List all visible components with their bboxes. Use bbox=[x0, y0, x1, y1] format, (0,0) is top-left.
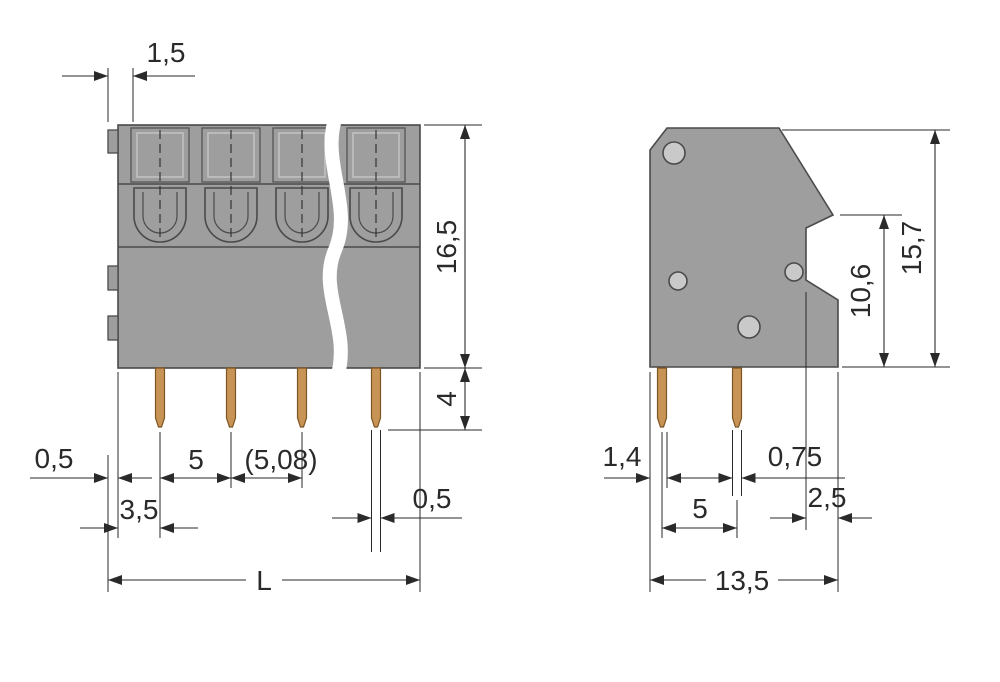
front-left-tab-middle bbox=[107, 265, 119, 291]
solder-pin-4 bbox=[370, 367, 382, 428]
label-mask bbox=[246, 564, 282, 594]
dim-pin-offset: 1,4 bbox=[603, 372, 705, 592]
dim-label-slot-width: 1,5 bbox=[147, 37, 186, 68]
side-dimensions: 15,7 10,6 1,4 0,75 5 bbox=[603, 129, 950, 596]
front-solder-pins bbox=[154, 367, 382, 428]
side-view bbox=[649, 127, 839, 428]
dim-label-edge-to-pin: 3,5 bbox=[120, 494, 159, 525]
side-solder-pins bbox=[656, 367, 743, 428]
solder-pin-3 bbox=[296, 367, 308, 428]
mounting-hole-top bbox=[662, 141, 686, 165]
dim-label-pitch: 5 bbox=[188, 444, 204, 475]
break-line-squiggle bbox=[322, 109, 348, 385]
dim-side-pin-pitch: 5 bbox=[661, 432, 738, 538]
dim-label-total-depth: 13,5 bbox=[715, 565, 770, 596]
dim-label-pin-width: 0,5 bbox=[413, 483, 452, 514]
front-left-tab-bottom bbox=[107, 315, 119, 341]
dim-step-height: 10,6 bbox=[840, 214, 902, 367]
mounting-hole-bottom bbox=[737, 315, 761, 339]
dim-label-pin-offset: 1,4 bbox=[603, 441, 642, 472]
port-opening bbox=[346, 127, 406, 183]
dim-pitch: 5 bbox=[159, 432, 232, 538]
dim-pin-width: 0,5 bbox=[332, 430, 462, 552]
mounting-hole-right bbox=[784, 262, 804, 282]
dim-label-rear-depth: 2,5 bbox=[808, 482, 847, 513]
dim-rear-depth: 2,5 bbox=[770, 292, 872, 592]
dim-label-total-length: L bbox=[256, 565, 272, 596]
clamp-outline bbox=[349, 187, 403, 243]
solder-pin-2 bbox=[225, 367, 237, 428]
port-opening bbox=[201, 127, 261, 183]
dim-pin-length: 4 bbox=[388, 368, 482, 431]
clamp-outline bbox=[204, 187, 258, 243]
dim-label-side-pin-width: 0,75 bbox=[768, 441, 823, 472]
dim-label-pin-length: 4 bbox=[431, 391, 462, 407]
dim-label-total-height: 15,7 bbox=[896, 221, 927, 276]
dim-body-height: 16,5 bbox=[424, 124, 482, 369]
side-pin-front bbox=[656, 367, 668, 428]
dim-label-tab-depth: 0,5 bbox=[35, 443, 74, 474]
dim-tab-depth: 0,5 bbox=[30, 372, 152, 592]
label-mask bbox=[706, 564, 778, 594]
front-dimensions: 1,5 16,5 4 0,5 5 bbox=[30, 37, 482, 596]
clamp-outline bbox=[133, 187, 187, 243]
solder-pin-1 bbox=[154, 367, 166, 428]
front-view bbox=[107, 109, 421, 428]
dim-label-side-pin-pitch: 5 bbox=[692, 493, 708, 524]
side-holes bbox=[662, 141, 804, 339]
dim-slot-width: 1,5 bbox=[62, 37, 195, 122]
dim-label-body-height: 16,5 bbox=[431, 220, 462, 275]
port-opening bbox=[130, 127, 190, 183]
front-body bbox=[107, 124, 421, 369]
dim-total-depth: 13,5 bbox=[650, 564, 838, 596]
dim-label-step-height: 10,6 bbox=[845, 264, 876, 319]
front-centerlines bbox=[159, 130, 377, 242]
dim-label-pitch-alt: (5,08) bbox=[244, 444, 317, 475]
dim-edge-to-pin: 3,5 bbox=[80, 494, 198, 533]
side-pin-rear bbox=[731, 367, 743, 428]
dim-total-height: 15,7 bbox=[782, 129, 950, 368]
clamp-outline bbox=[275, 187, 329, 243]
dim-side-pin-width: 0,75 bbox=[705, 430, 845, 496]
dim-pitch-alt: (5,08) bbox=[231, 432, 318, 488]
mounting-hole-left bbox=[668, 271, 688, 291]
dim-total-length: L bbox=[108, 372, 421, 596]
front-left-tab-top bbox=[107, 129, 119, 154]
side-body-outline bbox=[649, 127, 839, 368]
